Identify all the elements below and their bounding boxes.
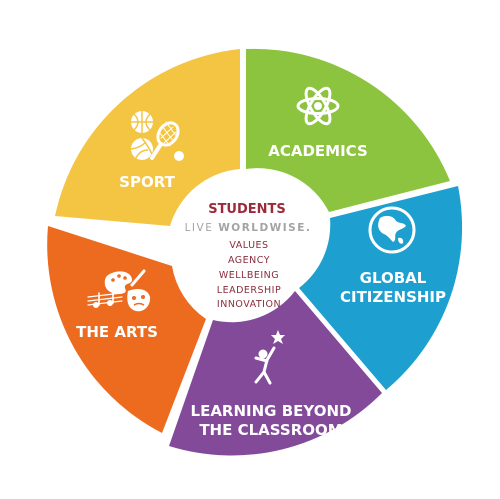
segment-academics-shape <box>246 48 450 212</box>
globe-icon <box>368 206 416 254</box>
atom-icon <box>296 86 340 126</box>
academics-label: ACADEMICS <box>268 142 368 160</box>
segment-sport-shape <box>55 49 240 226</box>
global-label-line1: GLOBAL <box>360 269 427 287</box>
tagline-worldwise: WORLDWISE. <box>218 222 311 234</box>
learning-label-line1: LEARNING BEYOND <box>191 402 352 420</box>
segment-the-arts <box>47 226 206 433</box>
center-item-values: VALUES <box>229 240 268 251</box>
center-title: STUDENTS <box>208 202 286 217</box>
segment-global-shape <box>299 186 463 390</box>
tagline-live: LIVE <box>185 222 219 234</box>
segment-learning-shape <box>169 291 382 456</box>
arts-label: THE ARTS <box>76 323 158 341</box>
segment-learning-beyond <box>169 291 382 456</box>
segment-academics <box>246 48 450 212</box>
center-item-agency: AGENCY <box>228 255 270 266</box>
center-item-wellbeing: WELLBEING <box>219 270 279 281</box>
global-label-line2: CITIZENSHIP <box>340 288 446 306</box>
sport-balls-icon <box>130 111 184 161</box>
reaching-person-icon <box>254 330 285 385</box>
center-hub: STUDENTS LIVE WORLDWISE. VALUES AGENCY W… <box>185 202 312 310</box>
center-item-innovation: INNOVATION <box>217 299 281 310</box>
sport-label: SPORT <box>119 173 175 191</box>
learning-label-line2: THE CLASSROOM <box>199 421 342 439</box>
segment-sport <box>55 49 240 226</box>
center-tagline: LIVE WORLDWISE. <box>185 222 312 234</box>
segment-arts-shape <box>47 226 206 433</box>
center-item-leadership: LEADERSHIP <box>217 285 281 296</box>
segment-global-citizenship <box>299 186 463 390</box>
arts-icon <box>87 269 151 312</box>
